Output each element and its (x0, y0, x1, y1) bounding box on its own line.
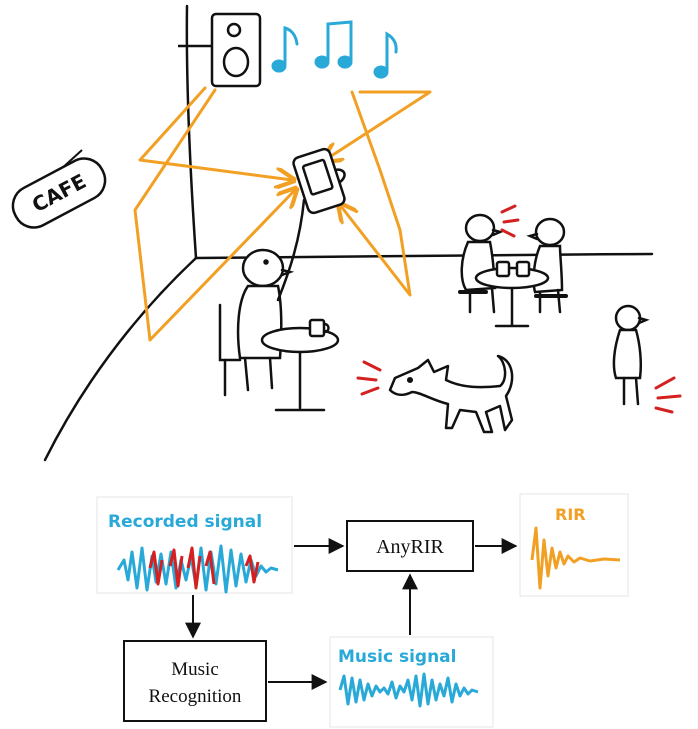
cafe-sign: CAFE (11, 149, 107, 229)
recorded-signal-label: Recorded signal (108, 512, 262, 532)
music-notes-icon (271, 20, 398, 79)
recorded-signal-panel: Recorded signal (96, 496, 293, 594)
music-recognition-line2: Recognition (149, 686, 242, 707)
smartphone-icon (292, 147, 346, 215)
music-recognition-line1: Music (171, 659, 219, 680)
music-signal-panel: Music signal (329, 636, 494, 728)
pipeline-arrows (185, 538, 518, 690)
speech-lines (500, 204, 520, 238)
rir-panel: RIR (519, 493, 629, 597)
rir-label: RIR (555, 505, 586, 524)
footstep-lines (654, 376, 682, 414)
speaker-icon (178, 12, 262, 88)
seated-person-left (218, 198, 340, 412)
barking-lines (356, 360, 382, 396)
music-waveform (338, 672, 479, 708)
talking-people (458, 213, 568, 328)
sound-paths (133, 86, 432, 342)
recorded-noise-red (148, 546, 260, 590)
anyrir-label: AnyRIR (376, 536, 444, 558)
music-recognition-block: Music Recognition (123, 640, 267, 722)
music-signal-label: Music signal (338, 647, 456, 667)
standing-person (612, 304, 650, 406)
anyrir-block: AnyRIR (346, 520, 474, 572)
rir-waveform (530, 526, 621, 590)
barking-dog (388, 354, 514, 434)
